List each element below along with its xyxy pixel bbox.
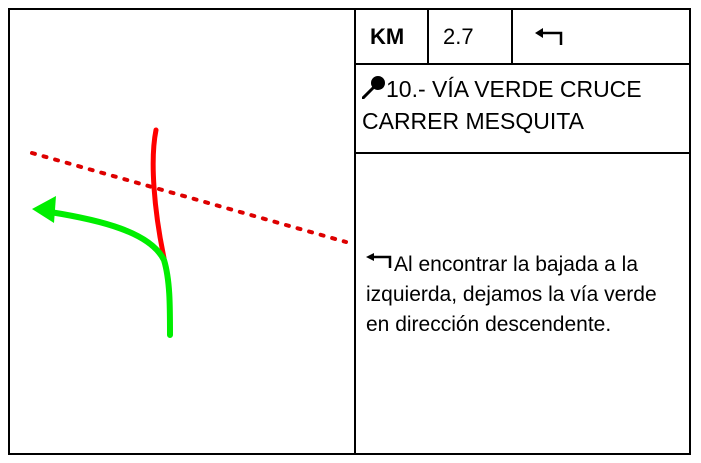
map-pin-icon [361, 75, 386, 100]
info-panel: KM 2.7 10.- VÍA VERDE CRUCE CARRER MESQU… [356, 10, 689, 453]
route-arrowhead-icon [32, 196, 56, 223]
turn-left-arrow-icon [513, 10, 689, 63]
waypoint-card: KM 2.7 10.- VÍA VERDE CRUCE CARRER MESQU… [8, 8, 691, 455]
waypoint-title-row: 10.- VÍA VERDE CRUCE CARRER MESQUITA [356, 65, 689, 154]
km-label: KM [356, 10, 429, 63]
straight-route-line [150, 127, 167, 261]
turn-left-arrow-icon [366, 248, 392, 268]
km-row: KM 2.7 [356, 10, 689, 65]
waypoint-title: 10.- VÍA VERDE CRUCE CARRER MESQUITA [362, 76, 642, 134]
chosen-route-line [47, 209, 173, 338]
km-value: 2.7 [429, 10, 513, 63]
description-text: Al encontrar la bajada a la izquierda, d… [366, 253, 657, 336]
route-diagram-svg [30, 127, 348, 338]
description: Al encontrar la bajada a la izquierda, d… [356, 248, 689, 340]
route-diagram [10, 10, 356, 453]
dotted-trail-line [30, 151, 348, 244]
